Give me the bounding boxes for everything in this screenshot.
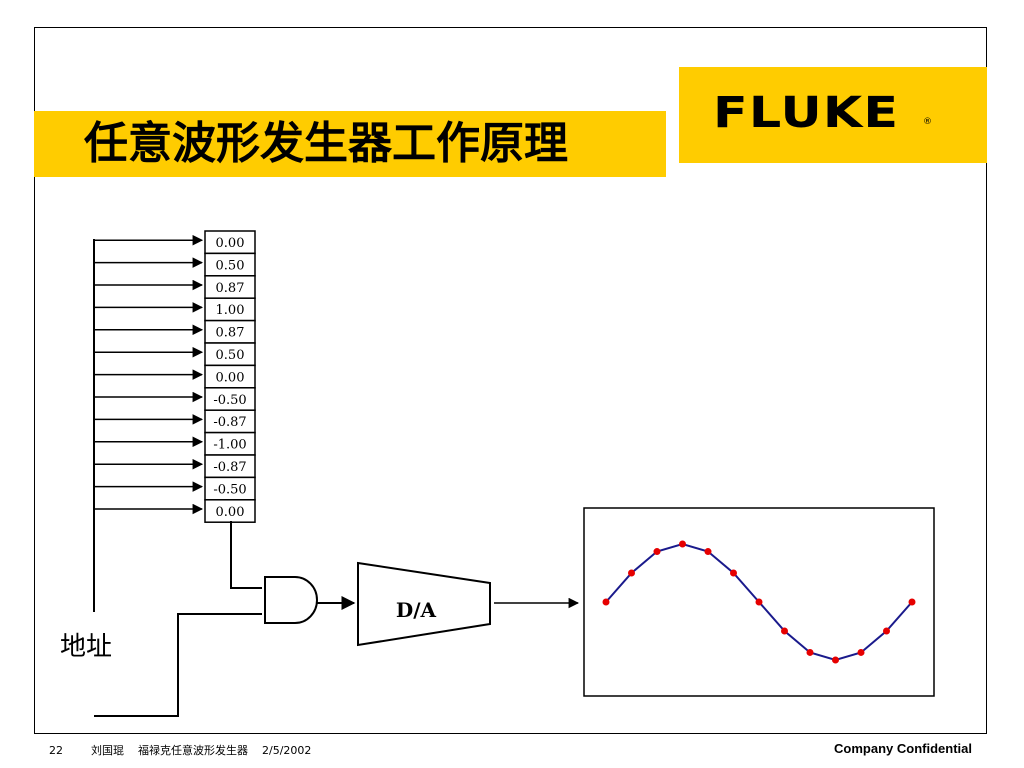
footer-subject: 福禄克任意波形发生器 (137, 744, 248, 757)
memory-cell-value: -0.87 (213, 460, 246, 475)
waveform-sample-point (653, 548, 661, 556)
output-waveform (602, 540, 916, 664)
footer-info: 22 刘国琨 福禄克任意波形发生器 2/5/2002 (49, 742, 311, 758)
memory-cell-value: 0.87 (216, 281, 245, 296)
memory-cell-value: 0.50 (216, 258, 245, 273)
slide-title: 任意波形发生器工作原理 (84, 118, 568, 169)
footer-author: 刘国琨 (90, 744, 124, 757)
address-arrows (94, 234, 204, 515)
memory-cell-value: 0.00 (216, 370, 245, 385)
memory-cell-value: -0.50 (213, 482, 246, 497)
waveform-sample-point (883, 627, 890, 635)
memory-cell-value: -0.87 (213, 415, 246, 430)
and-gate (264, 576, 318, 624)
dac-label: D/A (396, 598, 437, 622)
waveform-memory-table: 0.00 0.50 0.87 1.00 0.87 0.50 0.00 -0.50 -0.87 -1… (204, 230, 256, 523)
footer-confidential: Company Confidential (834, 741, 972, 756)
waveform-sample-point (730, 569, 737, 577)
slide-frame (34, 27, 987, 734)
fluke-logo-text: FLUKE (713, 88, 900, 138)
waveform-sample-point (832, 656, 839, 664)
dac-block (357, 561, 491, 647)
title-bar (34, 111, 666, 177)
waveform-sample-point (781, 627, 788, 635)
waveform-sample-point (602, 598, 610, 606)
memory-cell-value: 0.00 (216, 505, 245, 520)
memory-cell-value: 0.87 (216, 326, 245, 341)
waveform-sample-point (806, 648, 814, 656)
memory-output-wire (230, 521, 262, 589)
clock-input-wire (94, 613, 262, 717)
address-label: 地址 (60, 632, 113, 662)
fluke-logo (679, 67, 987, 163)
memory-cell-value: 0.50 (216, 348, 245, 363)
waveform-sample-point (755, 598, 763, 606)
memory-cell-value: 0.00 (216, 236, 245, 251)
waveform-sample-point (628, 569, 635, 577)
memory-cell-value: -1.00 (213, 438, 246, 453)
fluke-logo-reg-mark: ® (923, 117, 932, 127)
footer-date: 2/5/2002 (261, 744, 312, 757)
waveform-sample-point (857, 648, 865, 656)
footer-page-number: 22 (49, 744, 63, 757)
waveform-sample-point (704, 548, 712, 556)
memory-cell-value: 1.00 (216, 303, 245, 318)
memory-cell-value: -0.50 (213, 393, 246, 408)
waveform-sample-point (908, 598, 916, 606)
waveform-sample-point (679, 540, 686, 548)
